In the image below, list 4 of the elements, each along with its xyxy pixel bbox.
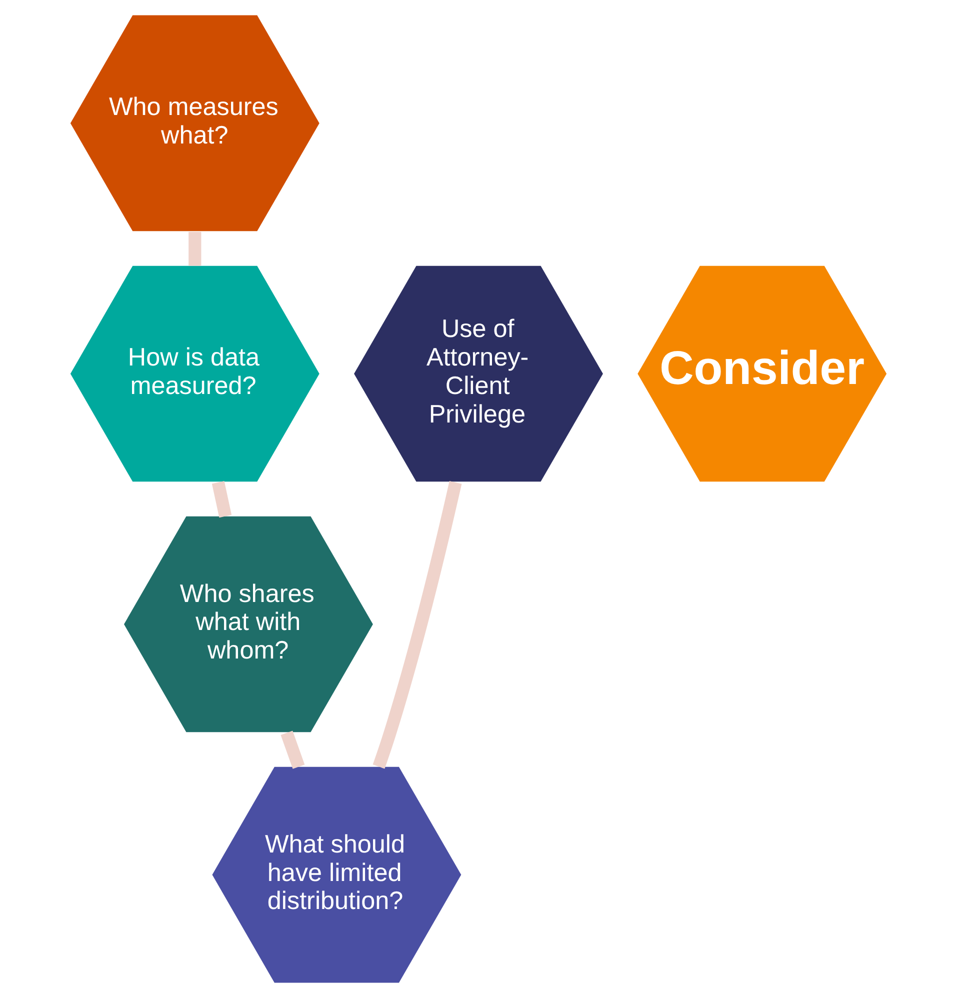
connector: [188, 231, 201, 266]
connector: [211, 480, 232, 518]
connector: [280, 730, 304, 768]
connector: [372, 480, 462, 768]
